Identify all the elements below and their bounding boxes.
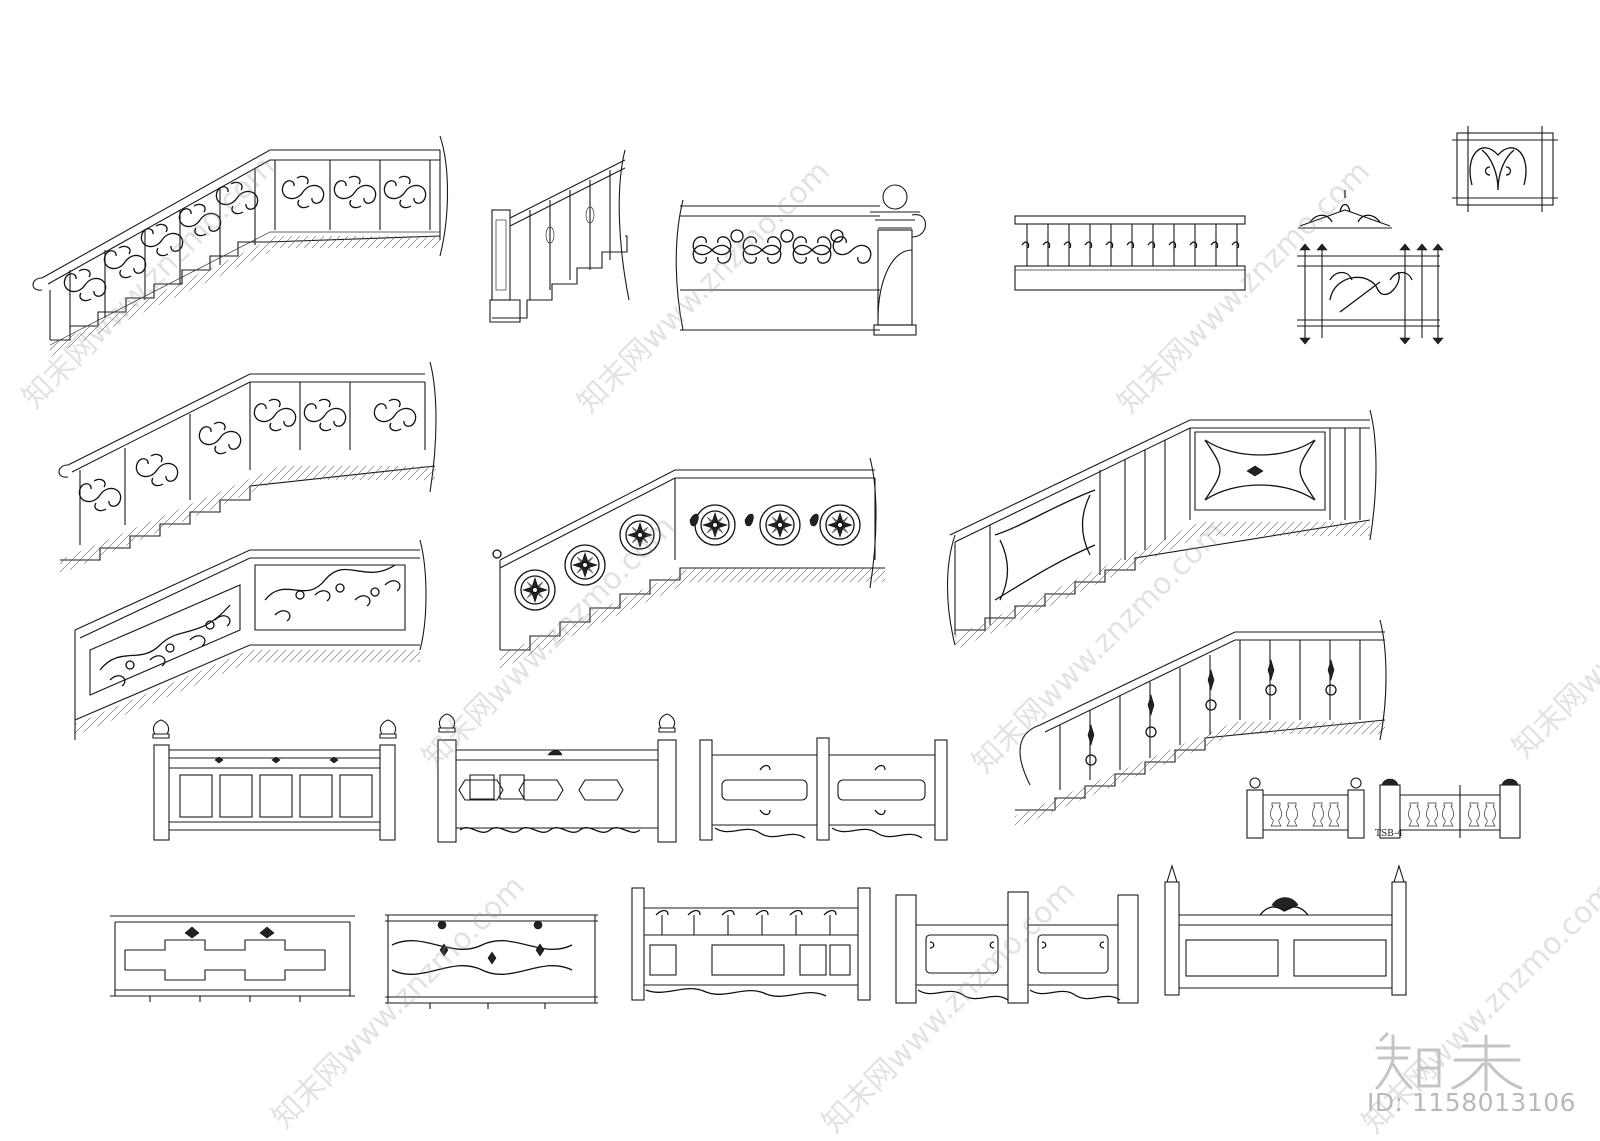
scroll-stair-railing-2 (58, 361, 437, 574)
chinese-railing-3 (631, 887, 871, 1001)
balcony-railing-with-urn-post (675, 184, 927, 336)
stone-balustrade-1 (152, 719, 397, 841)
chinese-railing-2 (385, 914, 598, 1009)
stone-balustrade-3 (699, 737, 948, 841)
frame-stair-railing (947, 409, 1377, 650)
chinese-railing-4 (895, 891, 1139, 1004)
short-baluster-railing (1014, 215, 1246, 291)
chinese-railing-1 (110, 915, 355, 1002)
znzmo-logo (1375, 1032, 1523, 1092)
chinese-railing-5 (1164, 864, 1407, 996)
vine-panel-stair-railing (74, 539, 427, 740)
bar-stair-railing (1015, 619, 1387, 828)
tag-label: TSB-4 (1375, 829, 1403, 839)
vase-baluster-set-a (1246, 777, 1365, 839)
wrought-iron-crest (1298, 190, 1392, 229)
scroll-stair-railing-1 (32, 135, 449, 357)
rosette-stair-railing (492, 457, 885, 669)
wrought-iron-grille (1452, 126, 1558, 212)
wrought-iron-gate-top (1297, 243, 1444, 345)
vase-baluster-set-b (1379, 778, 1521, 839)
wood-stair-baluster (489, 149, 630, 323)
stone-balustrade-2 (437, 713, 677, 843)
id-text: ID: 1158013106 (1367, 1088, 1577, 1117)
